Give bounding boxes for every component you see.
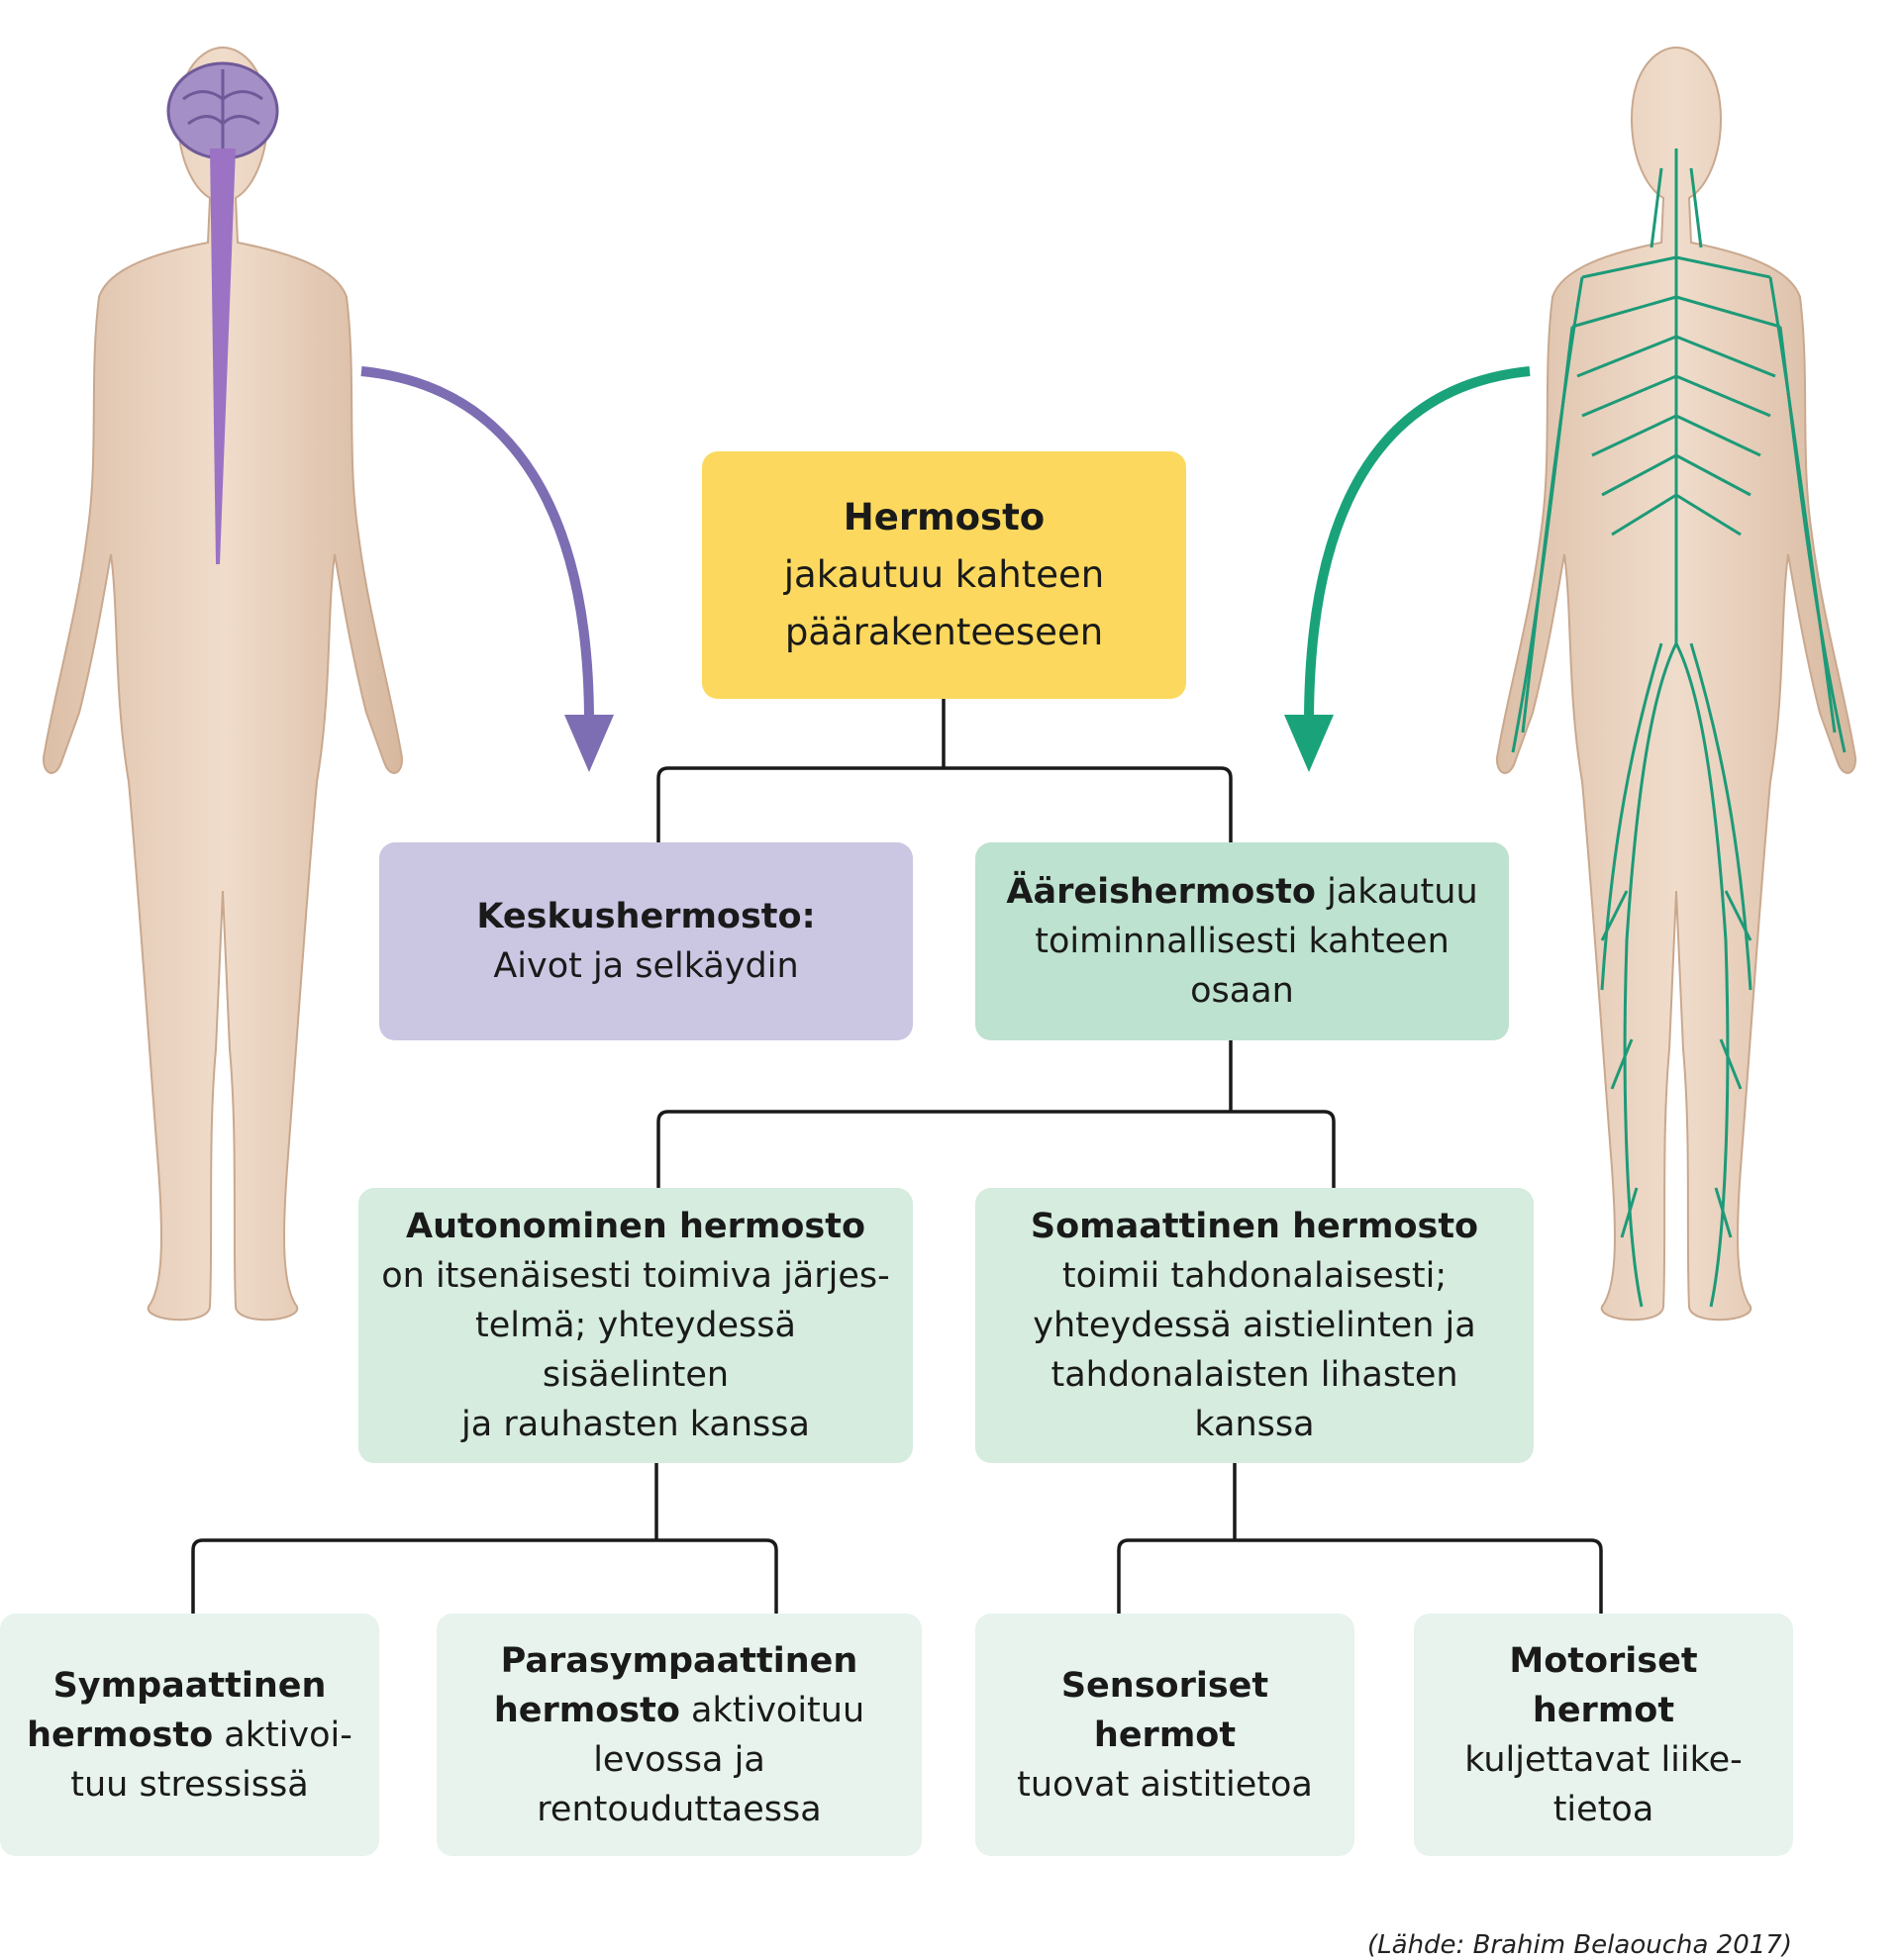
node-hermosto: Hermosto jakautuu kahteen päärakenteesee… — [702, 451, 1186, 699]
node-text-line: päärakenteeseen — [784, 611, 1104, 653]
node-sensoriset-hermot: Sensoriset hermot tuovat aistitietoa — [975, 1614, 1354, 1856]
pns-arrow-head — [1284, 715, 1334, 772]
nerve-network — [1511, 148, 1847, 1308]
node-text-line: jakautuu kahteen — [783, 553, 1105, 596]
node-aareishermosto: Ääreishermosto jakautuu toiminnallisesti… — [975, 842, 1509, 1040]
tree-connectors — [191, 699, 1603, 1614]
node-title-rest: jakautuu — [1315, 872, 1478, 912]
node-title-part: hermosto — [27, 1715, 214, 1755]
body-figure-pns — [1496, 46, 1856, 1322]
node-title: Keskushermosto: — [476, 897, 816, 936]
node-keskushermosto: Keskushermosto: Aivot ja selkäydin — [379, 842, 913, 1040]
node-title: Autonominen hermosto — [405, 1207, 865, 1246]
node-parasympaattinen-hermosto: Parasympaattinen hermosto aktivoituu lev… — [437, 1614, 922, 1856]
node-title: Parasympaattinen — [500, 1640, 858, 1681]
node-text-line: kuljettavat liike- — [1464, 1739, 1743, 1780]
node-sympaattinen-hermosto: Sympaattinen hermosto aktivoi- tuu stres… — [0, 1614, 379, 1856]
node-text-line: on itsenäisesti toimiva järjes- — [381, 1256, 890, 1296]
node-text-line: yhteydessä aistielinten ja — [1033, 1306, 1476, 1345]
node-title: Hermosto — [843, 496, 1046, 539]
node-title-rest: aktivoi- — [213, 1715, 352, 1755]
node-somaattinen-hermosto: Somaattinen hermosto toimii tahdonalaise… — [975, 1188, 1534, 1463]
node-text-line: tahdonalaisten lihasten kanssa — [1051, 1355, 1458, 1444]
node-text-line: levossa ja rentouduttaessa — [537, 1739, 822, 1829]
node-title-rest: aktivoituu — [679, 1690, 865, 1730]
node-autonominen-hermosto: Autonominen hermosto on itsenäisesti toi… — [358, 1188, 913, 1463]
pns-arrow — [1304, 366, 1531, 724]
node-text-line: Aivot ja selkäydin — [493, 946, 799, 986]
node-motoriset-hermot: Motoriset hermot kuljettavat liike- tiet… — [1414, 1614, 1793, 1856]
body-figure-cns — [43, 46, 403, 1322]
node-text-line: toiminnallisesti kahteen — [1035, 922, 1450, 961]
node-text-line: ja rauhasten kanssa — [461, 1405, 810, 1444]
cns-arrow — [360, 366, 594, 724]
node-text-line: tuovat aistitietoa — [1017, 1764, 1313, 1805]
node-title: Ääreishermosto — [1006, 872, 1316, 912]
node-title: Somaattinen hermosto — [1030, 1207, 1479, 1246]
node-title: Motoriset hermot — [1509, 1640, 1698, 1730]
node-text-line: tuu stressissä — [70, 1764, 309, 1805]
node-text-line: telmä; yhteydessä sisäelinten — [475, 1306, 796, 1395]
node-text-line: osaan — [1190, 971, 1294, 1011]
source-credit: (Lähde: Brahim Belaoucha 2017) — [1367, 1930, 1792, 1960]
node-title: Sensoriset hermot — [1060, 1665, 1269, 1755]
node-title: Sympaattinen — [52, 1665, 327, 1706]
node-text-line: toimii tahdonalaisesti; — [1061, 1256, 1448, 1296]
cns-arrow-head — [564, 715, 614, 772]
node-text-line: tietoa — [1552, 1789, 1654, 1829]
node-title-part: hermosto — [493, 1690, 680, 1730]
spinal-cord-shape — [210, 148, 236, 564]
